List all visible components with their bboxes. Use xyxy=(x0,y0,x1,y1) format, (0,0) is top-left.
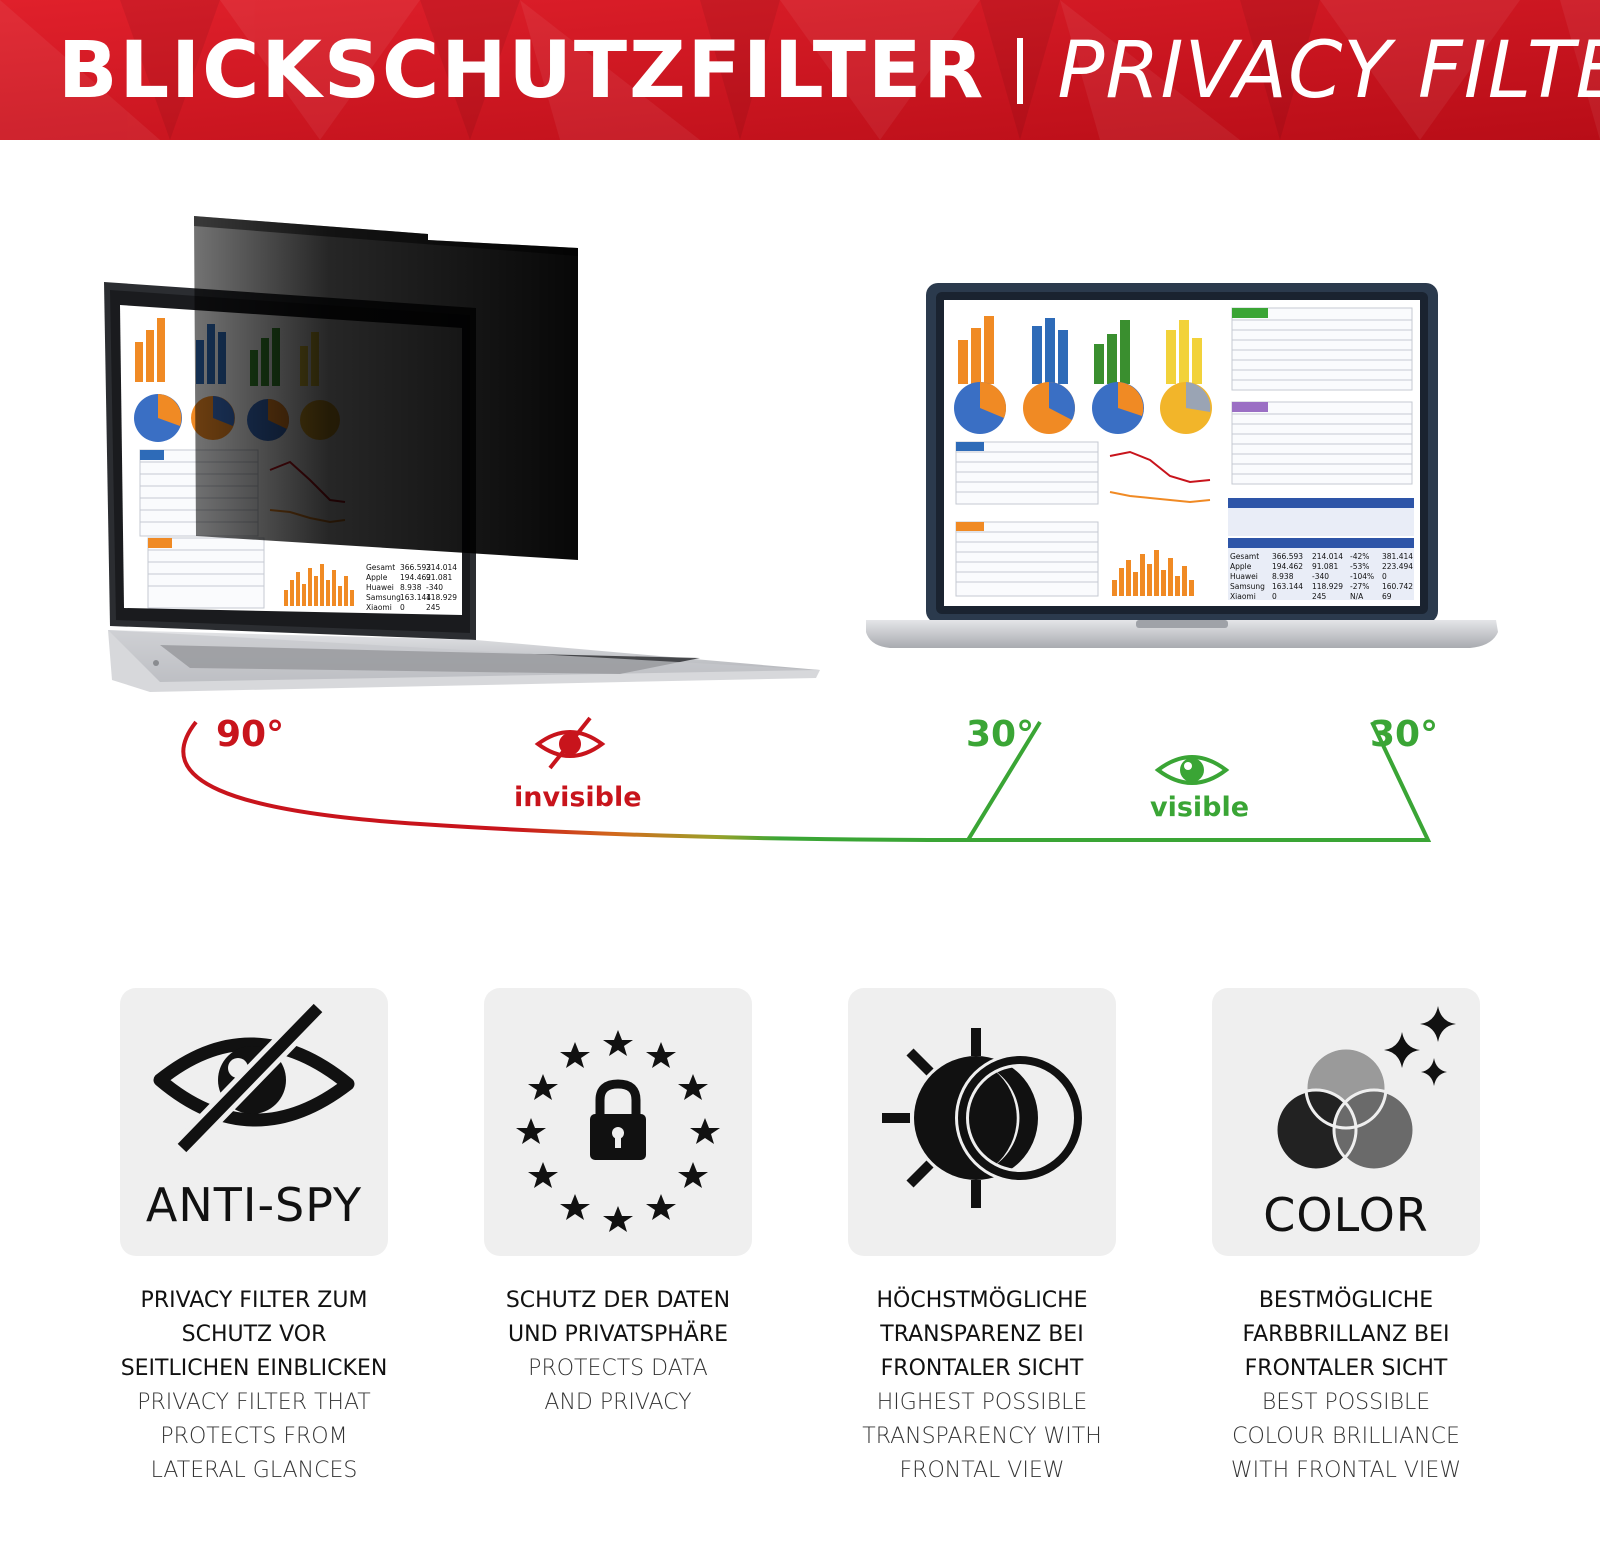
screen-cell: 214.014 xyxy=(426,563,457,572)
lock-stars-icon xyxy=(516,1030,720,1232)
feature-card: ANTI-SPY xyxy=(120,988,388,1256)
screen-cell: 118.929 xyxy=(1312,582,1343,591)
screen-cell: 8.938 xyxy=(400,583,422,592)
screen-row-label: Huawei xyxy=(366,583,394,592)
viewing-angle-arc xyxy=(181,720,969,842)
screen-row-label: Gesamt xyxy=(366,563,395,572)
left-laptop: Gesamt 366.593 214.014 Apple 194.462 91.… xyxy=(104,216,820,692)
screen-cell: 214.014 xyxy=(1312,552,1343,561)
angle-label-90: 90° xyxy=(216,714,285,755)
visible-angle-lines xyxy=(964,720,1432,842)
feature-desc-english: PRIVACY FILTER THAT PROTECTS FROM LATERA… xyxy=(137,1390,371,1483)
visible-label: visible xyxy=(1150,792,1250,823)
hero-illustration: Gesamt 366.593 214.014 Apple 194.462 91.… xyxy=(0,140,1600,900)
title-english: PRIVACY FILTER xyxy=(1057,26,1600,116)
feature-transparency: HÖCHSTMÖGLICHE TRANSPARENZ BEI FRONTALER… xyxy=(848,988,1116,1488)
card-label: COLOR xyxy=(1263,1188,1429,1242)
screen-row-label: Xiaomi xyxy=(366,603,392,612)
title-german: BLICKSCHUTZFILTER xyxy=(58,26,986,116)
screen-cell: 366.593 xyxy=(400,563,431,572)
screen-cell: 0 xyxy=(1382,572,1387,581)
screen-cell: 69 xyxy=(1382,592,1392,601)
screen-cell: 8.938 xyxy=(1272,572,1294,581)
screen-cell: -340 xyxy=(426,583,443,592)
screen-cell: 245 xyxy=(1312,592,1327,601)
screen-row-label: Huawei xyxy=(1230,572,1258,581)
screen-cell: 194.462 xyxy=(400,573,431,582)
page-title: BLICKSCHUTZFILTER PRIVACY FILTER xyxy=(58,26,1600,116)
screen-cell: 163.144 xyxy=(1272,582,1303,591)
screen-cell: -104% xyxy=(1350,572,1374,581)
card-label: ANTI-SPY xyxy=(145,1178,363,1232)
title-separator xyxy=(1017,38,1024,104)
screen-cell: 245 xyxy=(426,603,441,612)
screen-cell: 91.081 xyxy=(426,573,452,582)
screen-cell: 223.494 xyxy=(1382,562,1413,571)
color-circles-icon xyxy=(1274,1006,1456,1172)
sparkle-icon xyxy=(1384,1006,1456,1086)
screen-cell: 160.742 xyxy=(1382,582,1413,591)
visible-eye-icon xyxy=(1154,755,1230,785)
feature-data-protection: SCHUTZ DER DATEN UND PRIVATSPHÄRE PROTEC… xyxy=(484,988,752,1420)
screen-row-label: Apple xyxy=(1230,562,1252,571)
feature-desc-german: SCHUTZ DER DATEN UND PRIVATSPHÄRE xyxy=(505,1288,731,1347)
feature-card xyxy=(848,988,1116,1256)
screen-cell: -27% xyxy=(1350,582,1369,591)
feature-desc-german: BESTMÖGLICHE FARBBRILLANZ BEI FRONTALER … xyxy=(1242,1288,1450,1381)
screen-cell: -53% xyxy=(1350,562,1369,571)
feature-card: COLOR xyxy=(1212,988,1480,1256)
screen-row-label: Gesamt xyxy=(1230,552,1259,561)
screen-cell: 118.929 xyxy=(426,593,457,602)
feature-anti-spy: ANTI-SPY PRIVACY FILTER ZUM SCHUTZ VOR S… xyxy=(120,988,388,1488)
screen-row-label: Samsung xyxy=(1230,582,1265,591)
screen-row-label: Samsung xyxy=(366,593,401,602)
banner-pattern xyxy=(0,0,1600,140)
screen-cell: 0 xyxy=(1272,592,1277,601)
feature-desc-english: HIGHEST POSSIBLE TRANSPARENCY WITH FRONT… xyxy=(862,1390,1102,1483)
right-laptop: Gesamt 366.593 214.014 -42% 381.414 Appl… xyxy=(866,283,1498,648)
header-banner: BLICKSCHUTZFILTER PRIVACY FILTER xyxy=(0,0,1600,140)
screen-cell: 366.593 xyxy=(1272,552,1303,561)
invisible-eye-icon xyxy=(534,716,606,770)
feature-card xyxy=(484,988,752,1256)
screen-cell: -42% xyxy=(1350,552,1369,561)
screen-row-label: Apple xyxy=(366,573,388,582)
screen-cell: 163.144 xyxy=(400,593,431,602)
feature-color: COLOR BESTMÖGLICHE FARBBRILLANZ BEI FRON… xyxy=(1212,988,1480,1488)
feature-desc-english: PROTECTS DATA AND PRIVACY xyxy=(528,1356,708,1415)
screen-cell: 194.462 xyxy=(1272,562,1303,571)
screen-cell: 381.414 xyxy=(1382,552,1413,561)
angle-label-30-left: 30° xyxy=(966,714,1035,755)
laptops-illustration: Gesamt 366.593 214.014 Apple 194.462 91.… xyxy=(104,216,1498,842)
screen-cell: 91.081 xyxy=(1312,562,1338,571)
screen-row-label: Xiaomi xyxy=(1230,592,1256,601)
eye-slash-icon xyxy=(153,1000,355,1156)
feature-desc-german: HÖCHSTMÖGLICHE TRANSPARENZ BEI FRONTALER… xyxy=(876,1288,1088,1381)
angle-label-30-right: 30° xyxy=(1370,714,1439,755)
screen-cell: N/A xyxy=(1350,592,1364,601)
screen-cell: 0 xyxy=(400,603,405,612)
screen-cell: -340 xyxy=(1312,572,1329,581)
sun-transparency-icon xyxy=(882,1028,1085,1208)
invisible-label: invisible xyxy=(514,782,642,813)
feature-desc-english: BEST POSSIBLE COLOUR BRILLIANCE WITH FRO… xyxy=(1230,1390,1462,1483)
privacy-filter-sheet xyxy=(194,216,578,560)
feature-desc-german: PRIVACY FILTER ZUM SCHUTZ VOR SEITLICHEN… xyxy=(120,1288,388,1381)
